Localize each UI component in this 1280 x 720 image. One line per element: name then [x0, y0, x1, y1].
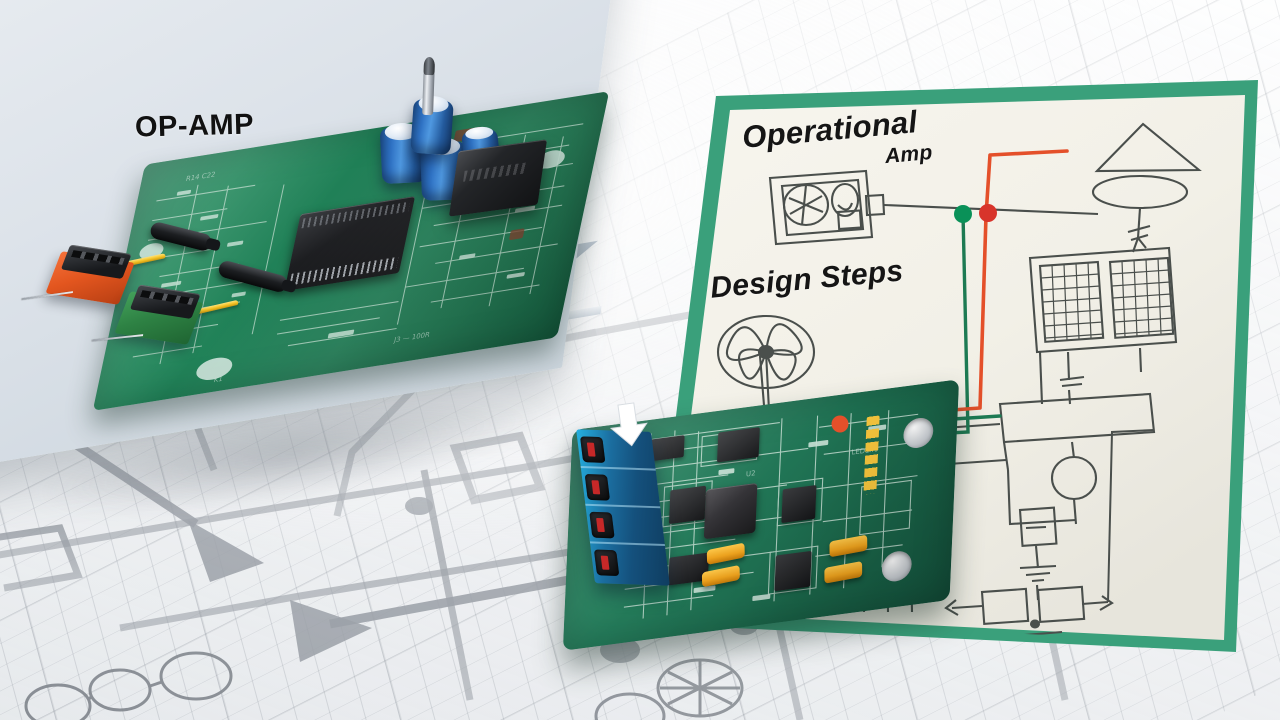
terminal-slot-2 [584, 474, 611, 501]
svg-text:K1: K1 [213, 374, 224, 384]
card-schematic [698, 122, 1202, 644]
terminal-slot-3 [589, 511, 615, 539]
terminal-slot-4 [593, 549, 620, 577]
node-green-dot [954, 205, 972, 223]
terminal-slot-1 [580, 436, 606, 463]
card-title-line2: Amp [884, 140, 934, 169]
node-red-dot [979, 204, 997, 222]
svg-text:U2: U2 [746, 469, 756, 478]
pcb-bottom-board: U2 LED1..6 [562, 379, 960, 651]
